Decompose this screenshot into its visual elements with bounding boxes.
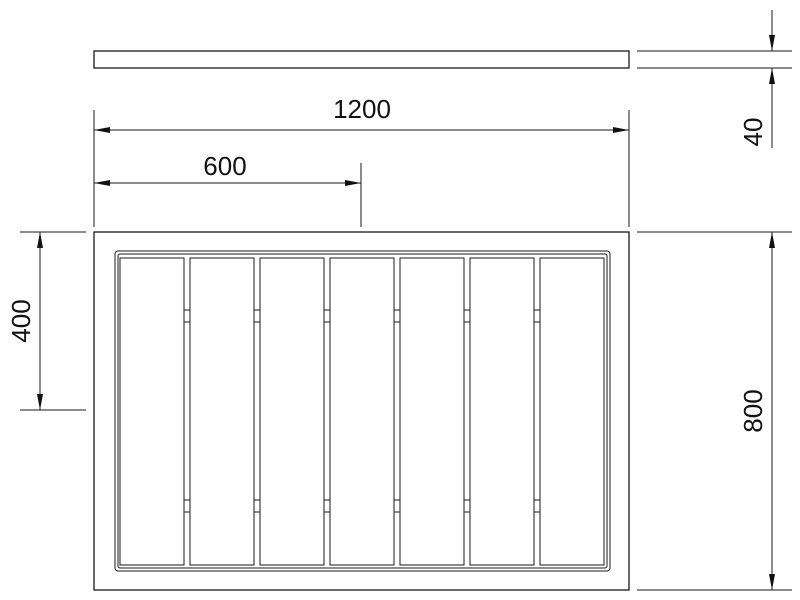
- slat-connector: [323, 309, 331, 323]
- dimension-thickness: 40: [738, 10, 775, 148]
- slat-connector: [253, 309, 261, 323]
- plan-view: [93, 231, 630, 591]
- overall-width-label: 800: [738, 389, 768, 432]
- overall-length-label: 1200: [333, 94, 391, 124]
- dimension-half-length: 600: [94, 151, 362, 227]
- slat-connector: [533, 499, 541, 513]
- slat-connector: [393, 499, 401, 513]
- plan-view-outline: [93, 231, 630, 591]
- dimension-overall-width: 800: [637, 231, 792, 591]
- dimension-half-width: 400: [6, 231, 86, 411]
- half-length-label: 600: [203, 151, 246, 181]
- slat: [189, 257, 255, 566]
- slat: [259, 257, 325, 566]
- slat: [539, 257, 605, 566]
- slat-connector: [253, 499, 261, 513]
- plan-view-inner-frame-inner: [117, 253, 608, 569]
- slat-connector: [183, 499, 191, 513]
- half-width-label: 400: [6, 299, 36, 342]
- side-view-outline: [93, 50, 630, 69]
- slat-connector: [323, 499, 331, 513]
- slat-connector: [463, 499, 471, 513]
- slat: [119, 257, 185, 566]
- slat-connector: [463, 309, 471, 323]
- slat: [399, 257, 465, 566]
- slat: [329, 257, 395, 566]
- slat-connector: [533, 309, 541, 323]
- slats: [119, 257, 605, 566]
- plan-view-inner-frame-outer: [114, 250, 611, 572]
- slat-connector: [183, 309, 191, 323]
- side-view: [93, 50, 792, 69]
- slat: [469, 257, 535, 566]
- slat-connector: [393, 309, 401, 323]
- thickness-label: 40: [738, 118, 768, 147]
- dimension-overall-length: 1200: [93, 94, 630, 227]
